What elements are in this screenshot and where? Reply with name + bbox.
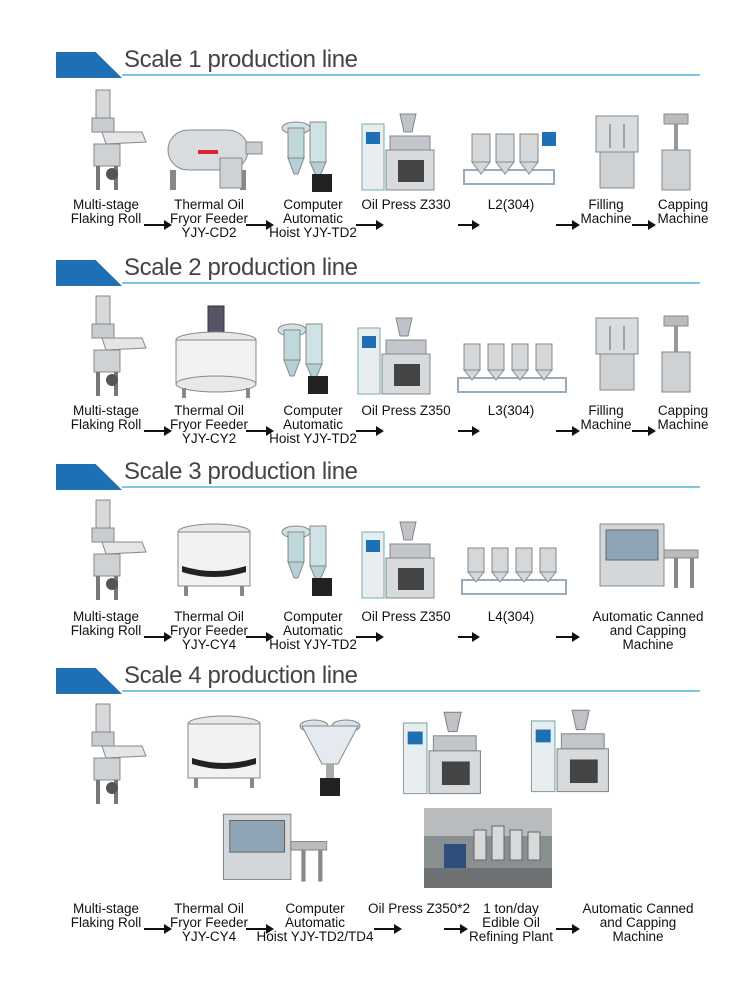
flow-arrow — [556, 632, 580, 642]
hoist-image — [298, 714, 362, 798]
oil-press-image — [356, 314, 434, 400]
fryer-feeder-image — [158, 124, 266, 192]
step-label: Automatic Canned and Capping Machine — [586, 610, 710, 652]
section-4-header: Scale 4 production line — [56, 664, 700, 694]
section-title: Scale 2 production line — [124, 254, 358, 282]
refining-tanks-image — [456, 334, 570, 394]
step-label: Filling Machine — [578, 404, 634, 432]
step-label: Thermal Oil Fryor Feeder YJY-CD2 — [164, 198, 254, 240]
step-label: L2(304) — [478, 198, 544, 212]
flow-arrow — [458, 426, 480, 436]
oil-press-image — [398, 708, 488, 800]
fryer-feeder-image — [184, 714, 264, 790]
flaking-roll-image — [82, 294, 148, 398]
section-rule — [122, 74, 700, 76]
filling-machine-image — [592, 114, 642, 192]
step-label: Filling Machine — [578, 198, 634, 226]
step-label: Oil Press Z350 — [356, 404, 456, 418]
hoist-image — [280, 520, 336, 598]
refining-tanks-image — [462, 122, 560, 188]
flaking-roll-image — [82, 702, 148, 806]
oil-press-image — [360, 518, 438, 604]
step-label: Multi-stage Flaking Roll — [64, 902, 148, 930]
section-tab — [56, 52, 122, 78]
oil-press-image — [360, 110, 438, 196]
fryer-feeder-image — [174, 522, 254, 598]
section-tab — [56, 464, 122, 490]
flow-arrow — [556, 426, 580, 436]
flow-arrow — [458, 220, 480, 230]
section-title: Scale 1 production line — [124, 46, 358, 74]
step-label: Thermal Oil Fryor Feeder YJY-CY2 — [164, 404, 254, 446]
section-tab — [56, 668, 122, 694]
step-label: Multi-stage Flaking Roll — [64, 610, 148, 638]
flow-arrow — [458, 632, 480, 642]
flow-arrow — [374, 924, 402, 934]
capping-machine-image — [658, 112, 694, 192]
step-label: L4(304) — [478, 610, 544, 624]
step-label: Computer Automatic Hoist YJY-TD2 — [266, 198, 360, 240]
step-label: Multi-stage Flaking Roll — [64, 198, 148, 226]
step-label: Thermal Oil Fryor Feeder YJY-CY4 — [164, 902, 254, 944]
step-label: Oil Press Z350 — [356, 610, 456, 624]
filling-machine-image — [592, 316, 642, 394]
section-title: Scale 3 production line — [124, 458, 358, 486]
hoist-image — [276, 318, 332, 396]
step-label: Capping Machine — [652, 198, 714, 226]
section-2-header: Scale 2 production line — [56, 256, 700, 286]
section-rule — [122, 690, 700, 692]
section-rule — [122, 486, 700, 488]
step-label: Multi-stage Flaking Roll — [64, 404, 148, 432]
step-label: Computer Automatic Hoist YJY-TD2 — [266, 404, 360, 446]
step-label: Oil Press Z330 — [356, 198, 456, 212]
section-title: Scale 4 production line — [124, 662, 358, 690]
refining-tanks-image — [460, 538, 570, 596]
flow-arrow — [356, 632, 384, 642]
fryer-feeder-image — [172, 304, 260, 398]
canning-machine-image — [596, 520, 700, 596]
section-3-header: Scale 3 production line — [56, 460, 700, 490]
flow-arrow — [556, 220, 580, 230]
step-label: Computer Automatic Hoist YJY-TD2 — [266, 610, 360, 652]
step-label: Automatic Canned and Capping Machine — [576, 902, 700, 944]
flaking-roll-image — [82, 88, 148, 192]
flaking-roll-image — [82, 498, 148, 602]
canning-machine-image — [218, 810, 330, 890]
section-tab — [56, 260, 122, 286]
step-label: Oil Press Z350*2 — [364, 902, 474, 916]
section-1-header: Scale 1 production line — [56, 48, 700, 78]
step-label: Computer Automatic Hoist YJY-TD2/TD4 — [254, 902, 376, 944]
oil-press-image — [526, 706, 616, 798]
flow-arrow — [356, 426, 384, 436]
flow-arrow — [356, 220, 384, 230]
step-label: L3(304) — [478, 404, 544, 418]
step-label: Capping Machine — [652, 404, 714, 432]
refining-plant-photo — [424, 808, 552, 888]
capping-machine-image — [658, 314, 694, 394]
hoist-image — [280, 116, 336, 194]
step-label: Thermal Oil Fryor Feeder YJY-CY4 — [164, 610, 254, 652]
section-rule — [122, 282, 700, 284]
step-label: 1 ton/day Edible Oil Refining Plant — [462, 902, 560, 944]
